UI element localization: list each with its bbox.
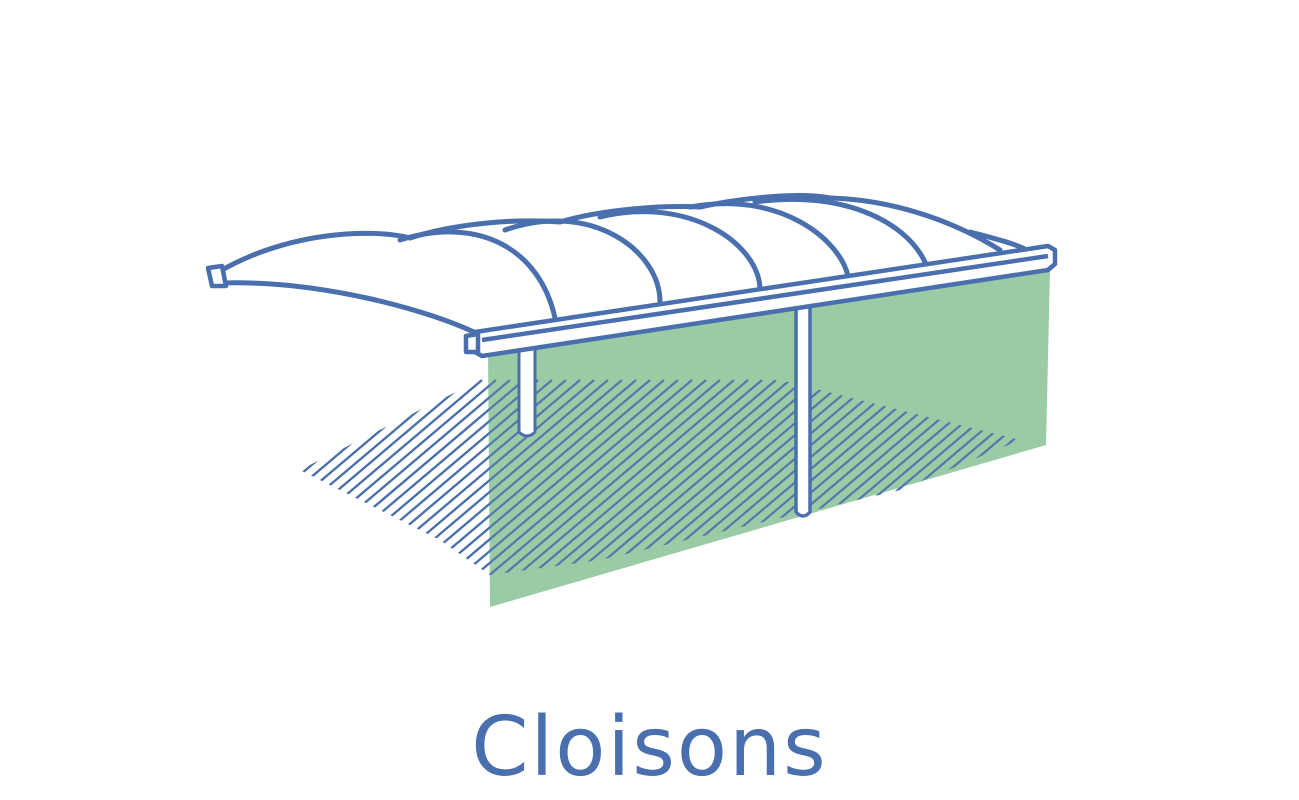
hatch-line [0,380,216,600]
hatch-line [300,379,497,575]
hatch-line [300,379,301,575]
curved-roof [215,193,1033,340]
hatch-line [1132,380,1299,600]
carport-partition-illustration [0,193,1299,607]
hatch-line [1132,380,1299,600]
hatch-line [0,380,244,600]
hatch-line [0,380,188,600]
hatch-line [0,380,160,600]
hatch-line [487,379,749,575]
hatch-line [0,380,160,600]
hatch-line [0,380,230,600]
hatch-line [0,380,258,600]
hatch-line [300,379,301,575]
hatch-line [0,380,202,600]
hatch-line [1118,380,1299,600]
hatch-line [300,379,427,575]
hatch-line [1146,380,1299,600]
hatch-line [300,379,371,575]
hatch-line [1090,380,1299,600]
hatch-line [300,379,399,575]
hatch-line [0,380,202,600]
hatch-line [0,380,258,600]
hatch-line [1104,380,1299,600]
hatch-line [300,379,399,575]
hatch-line [1034,380,1294,600]
hatch-line [12,380,272,600]
front-post [794,300,812,518]
hatch-line [300,379,343,575]
hatch-line [1188,380,1299,600]
hatch-line [300,379,343,575]
hatch-line [300,379,357,575]
hatch-line [1034,380,1294,600]
hatch-line [300,379,329,575]
hatch-line [300,379,385,575]
hatch-line [300,379,357,575]
hatch-line [459,379,721,575]
hatch-line [300,379,315,575]
hatch-line [1146,380,1299,600]
hatch-line [1188,380,1299,600]
hatch-line [1048,380,1299,600]
hatch-line [0,380,188,600]
hatch-line [300,379,483,575]
hatch-line [1076,380,1299,600]
hatch-line [1062,380,1299,600]
hatch-line [0,380,174,600]
hatch-line [501,379,763,575]
hatch-line [515,379,777,575]
hatch-line [0,380,174,600]
left-beam-end [205,263,229,289]
hatch-line [300,379,427,575]
hatch-line [0,380,244,600]
front-beam [463,243,1058,359]
hatch-line [300,379,469,575]
hatch-line [300,379,511,575]
hatch-line [0,380,216,600]
hatch-line [1104,380,1299,600]
hatch-line [431,379,693,575]
hatch-line [1160,380,1299,600]
hatch-line [300,379,371,575]
hatch-line [12,380,272,600]
hatch-line [300,379,385,575]
hatch-line [1019,379,1020,575]
hatch-line [26,380,286,600]
back-post [517,345,537,438]
hatch-line [529,379,791,575]
hatch-line [445,379,707,575]
caption-title: Cloisons [471,700,828,795]
hatch-line [473,379,735,575]
hatch-line [1048,380,1299,600]
hatch-line [300,379,441,575]
hatch-line [1090,380,1299,600]
hatch-line [26,380,286,600]
hatch-line [1118,380,1299,600]
hatch-line [300,379,413,575]
partition-wall [488,270,1050,607]
hatch-line [0,380,230,600]
hatch-line [1174,380,1299,600]
hatch-line [300,379,315,575]
hatch-line [1076,380,1299,600]
hatch-line [300,379,413,575]
hatch-line [1062,380,1299,600]
hatch-line [300,379,455,575]
hatch-line [1019,379,1020,575]
hatch-line [300,379,441,575]
hatch-line [300,379,329,575]
hatch-line [1174,380,1299,600]
hatch-line [1160,380,1299,600]
